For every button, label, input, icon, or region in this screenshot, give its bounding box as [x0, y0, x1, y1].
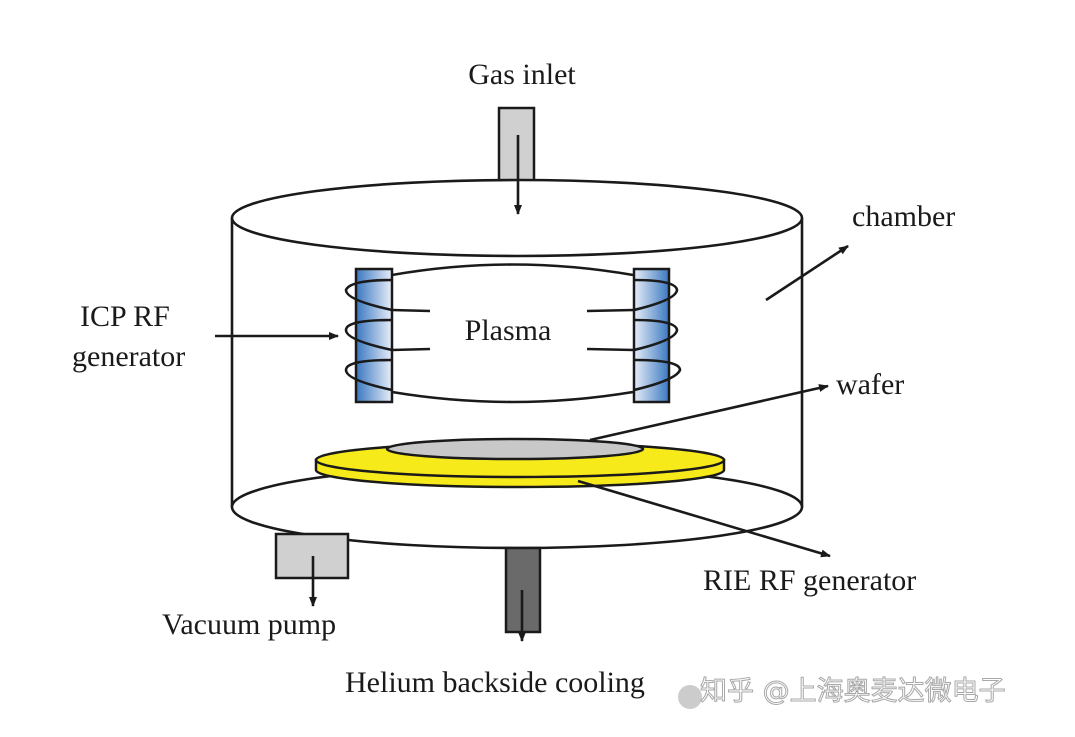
wafer-arrow [589, 384, 829, 442]
wafer [385, 437, 645, 461]
plasma-label: Plasma [465, 314, 552, 347]
icp-label-line2: generator [72, 340, 185, 373]
icp-label-line1: ICP RF [80, 300, 170, 333]
plasma-bottom [391, 390, 634, 404]
rie-arrow [577, 479, 831, 558]
watermark: 知乎 @上海奥麦达微电子 [700, 676, 1006, 707]
vacuum-label: Vacuum pump [162, 608, 336, 641]
helium-label: Helium backside cooling [345, 666, 645, 699]
gas-inlet-pipe [497, 106, 536, 190]
coil-windings [344, 278, 682, 392]
chamber-label: chamber [852, 200, 955, 233]
wafer-label: wafer [836, 368, 904, 401]
watermark-logo-icon [678, 685, 702, 709]
rie-label: RIE RF generator [703, 564, 916, 597]
icp-coil-right [632, 267, 671, 404]
icp-coil-left [354, 267, 394, 404]
gas-inlet-label: Gas inlet [468, 58, 576, 91]
chamber-arrow [765, 244, 849, 302]
plasma-top [391, 263, 634, 277]
